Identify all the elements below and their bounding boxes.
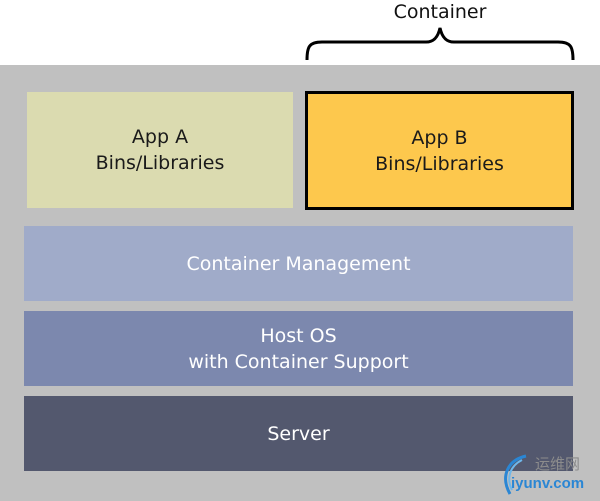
app-b-name: App B (411, 126, 468, 149)
server-label: Server (267, 422, 330, 445)
container-label: Container (393, 1, 487, 23)
server-layer: Server (24, 396, 573, 471)
host-os-layer: Host OS with Container Support (24, 311, 573, 386)
app-a-name: App A (131, 126, 189, 148)
swoosh-logo-icon (504, 454, 527, 495)
curly-brace-icon (305, 27, 575, 61)
host-os-sublabel: with Container Support (188, 350, 409, 373)
app-b-libs: Bins/Libraries (375, 152, 504, 175)
watermark-url: iyunv.com (511, 475, 585, 492)
watermark-cn-text: 运维网 (535, 455, 581, 473)
container-management-label: Container Management (186, 252, 411, 275)
container-management-layer: Container Management (24, 226, 573, 301)
app-a-box: App A Bins/Libraries (27, 92, 293, 208)
app-a-libs: Bins/Libraries (95, 152, 225, 174)
host-os-label: Host OS (260, 324, 337, 347)
app-b-box: App B Bins/Libraries (305, 91, 574, 210)
